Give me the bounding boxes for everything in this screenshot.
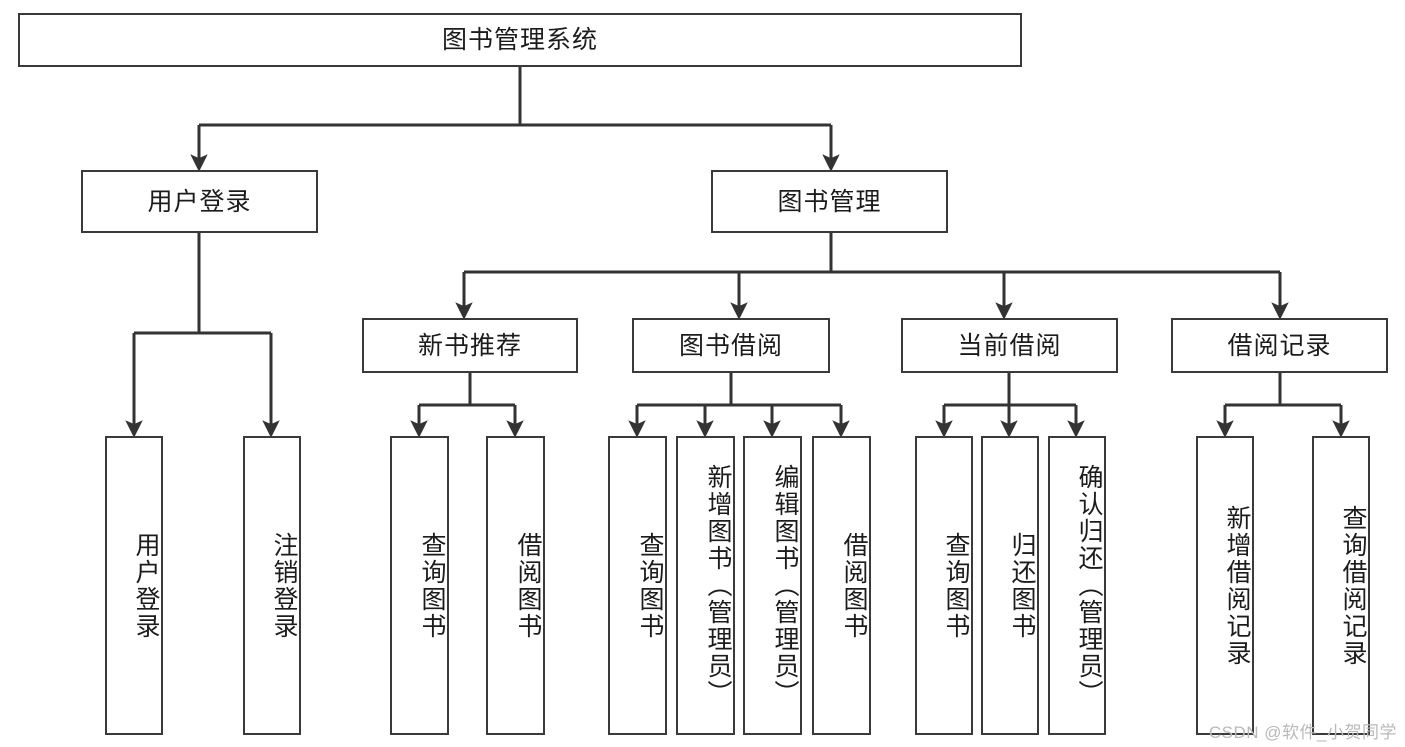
leaf-query-book-1[interactable]: 查询图书 [390,436,449,735]
leaf-label: 用户登录 [132,531,160,640]
leaf-label: 新增图书（管理员） [704,464,732,707]
leaf-query-record[interactable]: 查询借阅记录 [1312,436,1370,735]
leaf-label: 查询图书 [418,531,446,640]
leaf-user-login[interactable]: 用户登录 [105,436,163,735]
node-root[interactable]: 图书管理系统 [18,13,1022,67]
leaf-label: 注销登录 [270,531,298,640]
leaf-add-book[interactable]: 新增图书（管理员） [676,436,735,735]
leaf-borrow-book-1[interactable]: 借阅图书 [486,436,545,735]
leaf-label: 借阅图书 [840,531,868,640]
leaf-label: 查询借阅记录 [1339,504,1367,667]
node-book-manage[interactable]: 图书管理 [711,170,948,233]
watermark: CSDN @软件_小贺同学 [1208,723,1397,742]
leaf-logout-login[interactable]: 注销登录 [243,436,301,735]
node-new-book-recommend[interactable]: 新书推荐 [362,318,578,373]
leaf-query-book-3[interactable]: 查询图书 [915,436,973,735]
leaf-label: 新增借阅记录 [1223,504,1251,667]
leaf-label: 查询图书 [636,531,664,640]
node-book-borrow[interactable]: 图书借阅 [632,318,830,373]
leaf-edit-book[interactable]: 编辑图书（管理员） [743,436,802,735]
node-user-login[interactable]: 用户登录 [81,170,318,233]
leaf-return-book[interactable]: 归还图书 [981,436,1039,735]
leaf-label: 借阅图书 [514,531,542,640]
leaf-label: 编辑图书（管理员） [771,464,799,707]
leaf-query-book-2[interactable]: 查询图书 [608,436,667,735]
node-current-borrow[interactable]: 当前借阅 [901,318,1118,373]
leaf-borrow-book-2[interactable]: 借阅图书 [812,436,871,735]
leaf-confirm-return[interactable]: 确认归还（管理员） [1048,436,1106,735]
node-borrow-record[interactable]: 借阅记录 [1171,318,1388,373]
leaf-label: 查询图书 [942,531,970,640]
leaf-add-record[interactable]: 新增借阅记录 [1196,436,1254,735]
leaf-label: 确认归还（管理员） [1075,464,1103,707]
leaf-label: 归还图书 [1008,531,1036,640]
